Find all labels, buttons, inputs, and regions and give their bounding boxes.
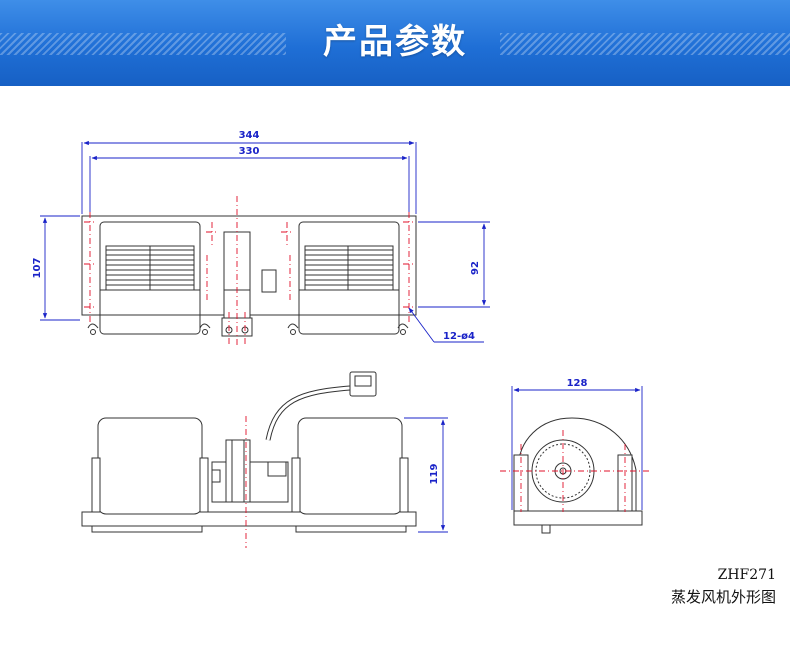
left-grille [105, 245, 195, 291]
dim-height-overall: 107 [32, 258, 43, 279]
technical-drawing: 344 330 107 92 12-ø4 119 [32, 130, 652, 548]
dim-holes-callout: 12-ø4 [443, 331, 475, 342]
dim-width-overall: 344 [239, 130, 260, 141]
page-title: 产品参数 [323, 22, 467, 62]
model-number: ZHF271 [717, 567, 776, 583]
dim-side-height: 119 [429, 464, 440, 485]
front-dimensions [40, 140, 490, 343]
banner-stripe-right [500, 33, 790, 55]
side-view [81, 371, 417, 533]
front-centerlines [84, 196, 415, 345]
right-grille [304, 245, 394, 291]
header-banner: 产品参数 [0, 0, 790, 86]
end-dimensions [511, 386, 643, 510]
banner-stripe-left [0, 33, 286, 55]
dim-end-width: 128 [567, 378, 588, 389]
front-view [81, 215, 417, 337]
end-view [513, 417, 643, 534]
end-centerlines [500, 430, 652, 512]
dim-width-mount: 330 [239, 146, 260, 157]
dim-height-mount: 92 [470, 261, 481, 275]
drawing-name: 蒸发风机外形图 [670, 588, 776, 606]
side-dimensions [404, 417, 448, 533]
